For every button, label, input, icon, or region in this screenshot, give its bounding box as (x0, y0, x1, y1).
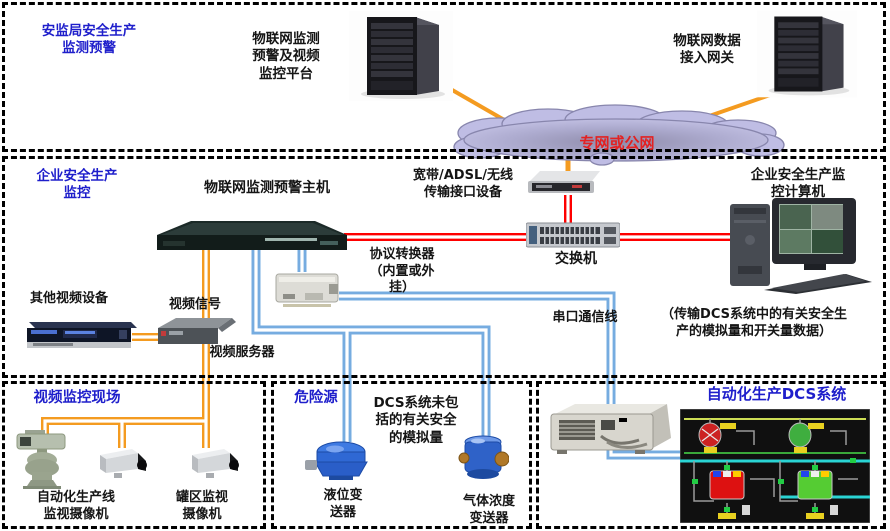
section-dcs: 自动化生产DCS系统 (536, 381, 886, 529)
switch-device (526, 222, 620, 248)
industrial-computer-device (550, 404, 671, 454)
serial-line-label: 串口通信线 (552, 310, 618, 325)
host-label: 物联网监测预警主机 (204, 180, 330, 196)
section-dcs-title: 自动化生产DCS系统 (706, 385, 847, 403)
monitor-computer-label: 企业安全生产监 控计算机 (750, 167, 846, 201)
monitor-computer-device (730, 198, 872, 294)
ptz-camera-label: 自动化生产线 监视摄像机 (36, 490, 115, 522)
adsl-device-label: 宽带/ADSL/无线 传输接口设备 (413, 168, 513, 200)
level-transmitter-label: 液位变 送器 (323, 488, 363, 520)
video-server-device (158, 318, 236, 344)
gateway-server-device (757, 10, 857, 98)
adsl-device (528, 171, 600, 193)
gas-transmitter-label: 气体浓度 变送器 (462, 494, 515, 526)
video-signal-label: 视频信号 (168, 297, 221, 312)
tank-camera-label: 罐区监视 摄像机 (175, 490, 228, 522)
link-converter-to-ipc (339, 294, 613, 406)
other-video-label: 其他视频设备 (29, 291, 108, 306)
section-hazard-title: 危险源 (294, 390, 338, 406)
switch-label: 交换机 (555, 251, 597, 267)
section-hazard: 危险源 DCS系统未包 括的有关安全 的模拟量 液位变 送器 气体浓度 变送器 (271, 381, 532, 529)
level-transmitter-device (305, 441, 368, 480)
section-enterprise: 企业安全生产 监控 物联网监测预警主机 宽带/ADSL/无线 传输接口设备 交换… (2, 156, 886, 378)
other-video-device (27, 322, 137, 348)
section-authority-title: 安监局安全生产 监测预警 (41, 23, 137, 57)
section-video-site-title: 视频监控现场 (33, 390, 121, 406)
protocol-converter-label: 协议转换器 （内置或外 挂） (369, 247, 435, 296)
hazard-note: DCS系统未包 括的有关安全 的模拟量 (373, 395, 459, 446)
section-authority: 安监局安全生产 监测预警 物联网监测 预警及视频 监控平台 物联网数据 接入网关 (2, 2, 886, 152)
host-device (157, 221, 347, 250)
section-video-site: 视频监控现场 自动化生产线 监视摄像机 罐区监视 摄像机 (2, 381, 266, 529)
cloud-label: 专网或公网 (579, 134, 655, 152)
section-enterprise-title: 企业安全生产 监控 (36, 168, 118, 202)
video-server-label: 视频服务器 (209, 345, 275, 360)
platform-server-device (349, 11, 453, 101)
protocol-converter-device (275, 273, 339, 307)
serial-line-note: （传输DCS系统中的有关安全生 产的模拟量和开关量数据） (661, 307, 847, 339)
gateway-server-label: 物联网数据 接入网关 (673, 33, 741, 67)
platform-server-label: 物联网监测 预警及视频 监控平台 (252, 31, 320, 82)
ptz-camera-device (16, 430, 66, 489)
dcs-screen (680, 409, 870, 523)
tank-camera-device (192, 449, 239, 478)
line-camera-device (100, 449, 147, 478)
gas-transmitter-device (458, 435, 509, 479)
